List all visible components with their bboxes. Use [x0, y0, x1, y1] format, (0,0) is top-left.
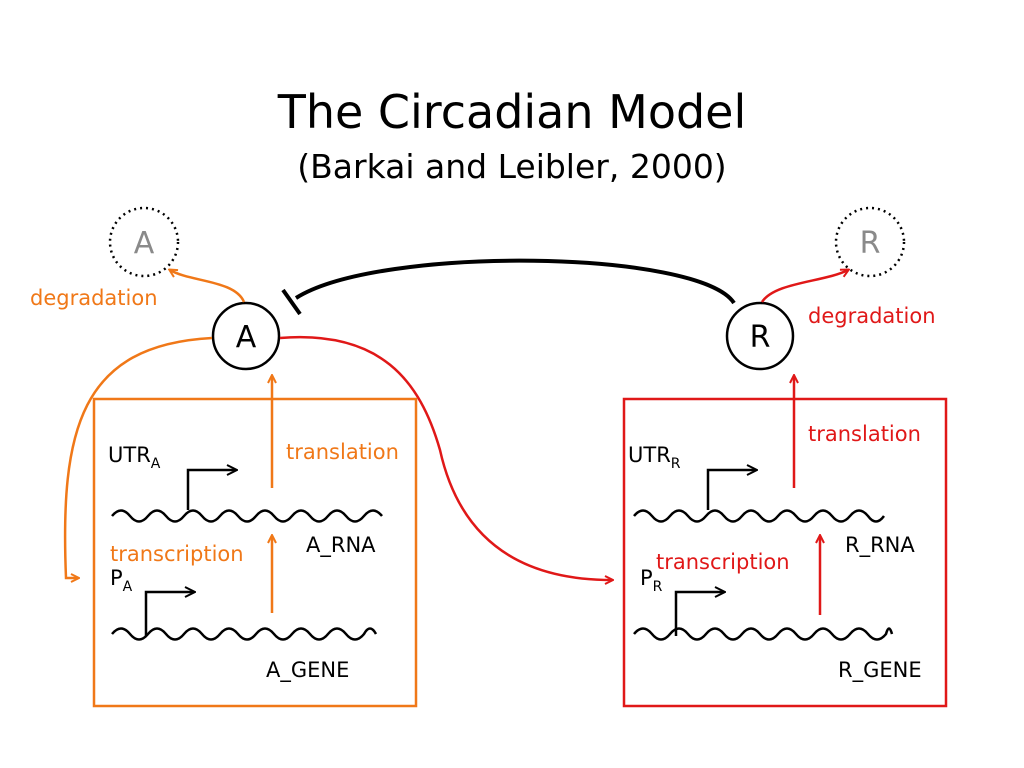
utr-a-label: UTRA — [108, 443, 161, 472]
transcription-r-label: transcription — [656, 550, 790, 574]
activator-gene-box — [92, 397, 418, 708]
degradation-r-label: degradation — [808, 304, 936, 328]
translation-r-label: translation — [808, 422, 921, 446]
promoter-a-label: PA — [110, 566, 133, 595]
a-self-activation-arrow — [63, 336, 213, 578]
r-gene-label: R_GENE — [838, 658, 922, 683]
r-rna-label: R_RNA — [845, 533, 915, 558]
protein-a-label: A — [236, 320, 257, 355]
slide-title: The Circadian Model — [277, 85, 747, 139]
r-rna-strand — [633, 509, 886, 523]
a-rna-strand — [111, 509, 383, 523]
degraded-a-label: A — [134, 226, 155, 261]
a-rna-label: A_RNA — [306, 533, 376, 558]
degradation-a-label: degradation — [30, 286, 158, 310]
degraded-r-label: R — [860, 226, 881, 261]
translation-a-label: translation — [286, 440, 399, 464]
a-gene-strand — [111, 627, 378, 641]
promoter-a-start-arrow — [144, 592, 194, 636]
transcription-a-label: transcription — [110, 542, 244, 566]
promoter-r-start-arrow — [674, 592, 724, 636]
a-gene-label: A_GENE — [266, 658, 349, 683]
utr-a-start-arrow — [186, 470, 236, 510]
repression-edge — [294, 258, 736, 305]
promoter-r-label: PR — [640, 566, 663, 595]
repression-bar — [281, 288, 302, 316]
degradation-r-arrow — [760, 270, 848, 303]
utr-r-start-arrow — [706, 470, 756, 510]
slide-subtitle: (Barkai and Leibler, 2000) — [297, 147, 726, 186]
repressor-gene-box — [622, 397, 948, 708]
protein-r-label: R — [750, 320, 771, 355]
degradation-a-arrow — [170, 270, 246, 303]
degraded-a-node: A — [108, 206, 180, 278]
protein-r-node: R — [725, 301, 795, 371]
utr-r-label: UTRR — [628, 443, 681, 472]
protein-a-node: A — [211, 301, 281, 371]
r-gene-strand — [633, 627, 894, 641]
degraded-r-node: R — [834, 206, 906, 278]
a-activates-r-arrow — [279, 335, 612, 580]
